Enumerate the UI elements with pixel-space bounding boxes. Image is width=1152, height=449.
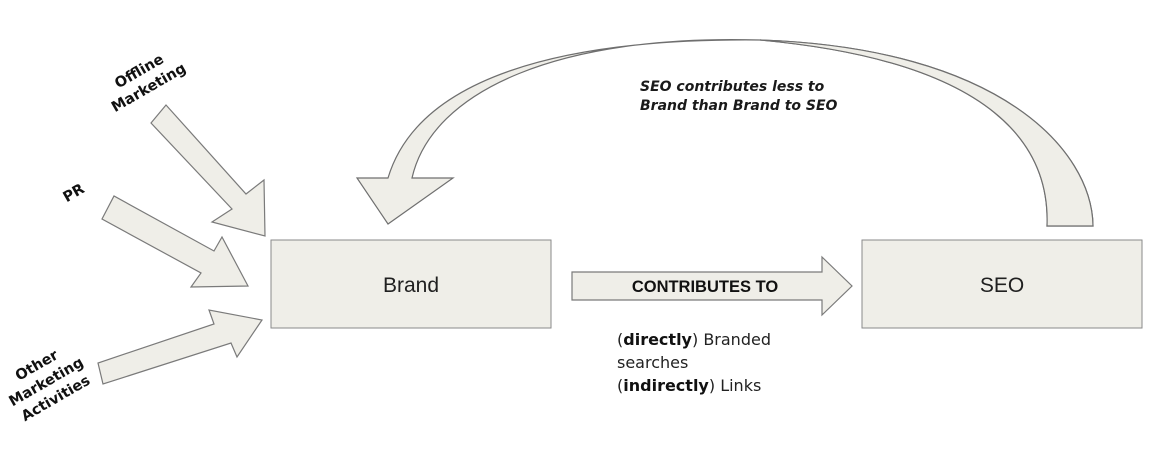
paren-open: ( [617, 330, 624, 349]
brand-node: Brand [270, 239, 552, 329]
label-pr: PR [61, 181, 88, 206]
label-other-marketing: Other Marketing Activities [7, 347, 94, 425]
contribution-direct: (directly) Branded [617, 328, 817, 351]
brand-box [270, 239, 552, 329]
arrow-contributes-to [571, 255, 853, 317]
paren-open: ( [617, 376, 624, 395]
arrow-other-marketing [97, 309, 264, 385]
qualifier-indirectly: indirectly [623, 376, 709, 395]
contribution-direct-text: Branded [698, 330, 771, 349]
seo-box [861, 239, 1143, 329]
contribution-list: (directly) Branded searches (indirectly)… [617, 328, 817, 397]
contribution-indirect-text: Links [715, 376, 762, 395]
paren-close: ) [691, 330, 699, 349]
feedback-note-line-1: SEO contributes less to [640, 79, 825, 95]
feedback-note-line-2: Brand than Brand to SEO [640, 98, 838, 114]
paren-close: ) [708, 376, 716, 395]
arrow-label: CONTRIBUTES TO [632, 278, 779, 296]
feedback-arrow [355, 38, 1094, 227]
brand-label: Brand [383, 274, 439, 297]
label-offline-marketing: Offline Marketing [109, 51, 189, 116]
contribution-direct-cont: searches [617, 353, 689, 372]
arrow-offline-marketing [150, 104, 266, 237]
seo-node: SEO [861, 239, 1143, 329]
seo-label: SEO [980, 274, 1024, 297]
arrow-pr [101, 195, 249, 288]
contribution-indirect: (indirectly) Links [617, 374, 817, 397]
feedback-arrow-face [355, 38, 1094, 227]
qualifier-directly: directly [623, 330, 692, 349]
